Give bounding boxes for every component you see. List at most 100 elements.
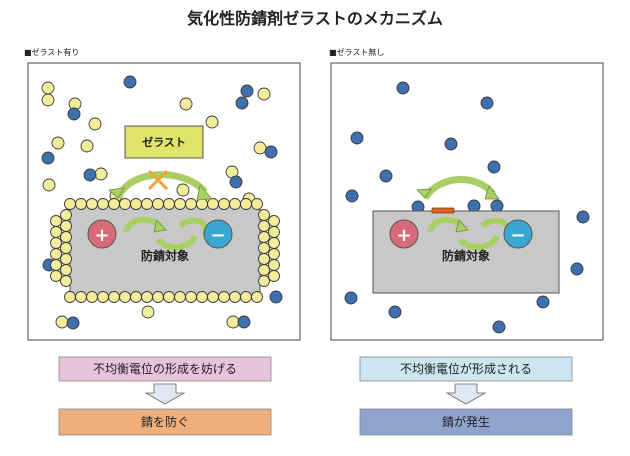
air-particle (396, 81, 410, 95)
zelast-molecule (218, 198, 230, 210)
target-label-left: 防錆対象 (141, 248, 189, 263)
zelast-molecule (251, 198, 263, 210)
zelast-molecule (86, 198, 98, 210)
zelast-molecule (60, 231, 72, 243)
result-box-rust-occurs (359, 408, 573, 436)
vapor-particle (176, 183, 190, 197)
air-particle (388, 305, 402, 319)
anode-plus (87, 219, 117, 249)
zelast-molecule (258, 220, 270, 232)
zelast-molecule (196, 291, 208, 303)
zelast-molecule (141, 291, 153, 303)
vapor-particle (253, 141, 267, 155)
air-particle (264, 145, 278, 159)
zelast-molecule (130, 198, 142, 210)
minus-sign: − (510, 225, 525, 246)
vapor-particle (257, 87, 271, 101)
rust-spot-icon (431, 207, 455, 214)
zelast-molecule (50, 270, 62, 282)
zelast-molecule (207, 198, 219, 210)
zelast-molecule (60, 275, 72, 287)
zelast-molecule (268, 248, 280, 260)
air-particle (66, 316, 80, 330)
anode-plus (389, 219, 419, 249)
vapor-particle (51, 136, 65, 150)
air-particle (379, 169, 393, 183)
vapor-particle (205, 115, 219, 129)
zelast-label: ゼラスト (142, 135, 186, 149)
zelast-molecule (268, 237, 280, 249)
zelast-molecule (258, 275, 270, 287)
vapor-particles-left (41, 75, 283, 330)
result-text-form-potential: 不均衡電位が形成される (400, 361, 532, 376)
zelast-box (124, 125, 204, 159)
zelast-molecule (152, 291, 164, 303)
vapor-particle (179, 97, 193, 111)
zelast-molecule (251, 291, 263, 303)
zelast-molecule (75, 291, 87, 303)
down-arrow-icon (445, 383, 487, 405)
plus-sign: + (94, 225, 109, 246)
air-particle (490, 199, 504, 213)
air-particle (536, 295, 550, 309)
zelast-molecule (174, 291, 186, 303)
zelast-molecule (50, 215, 62, 227)
minus-sign: − (210, 225, 225, 246)
vapor-particle (41, 81, 55, 95)
zelast-molecule (218, 291, 230, 303)
panel-label-without-zelast: ■ゼラスト無し (329, 47, 384, 57)
air-particle (344, 291, 358, 305)
zelast-molecule (86, 291, 98, 303)
air-particle (350, 131, 364, 145)
air-particle (123, 75, 137, 89)
vapor-particle (55, 315, 69, 329)
page-title: 気化性防錆剤ゼラストのメカニズム (187, 9, 443, 28)
zelast-molecule (60, 242, 72, 254)
air-particle (229, 175, 243, 189)
air-particle (269, 290, 283, 304)
vapor-particle (80, 139, 94, 153)
zelast-molecule (50, 226, 62, 238)
zelast-molecule (174, 198, 186, 210)
zelast-molecule (229, 291, 241, 303)
air-particles-right (344, 81, 590, 334)
air-particle (467, 199, 481, 213)
zelast-molecule (258, 264, 270, 276)
zelast-molecule (64, 291, 76, 303)
arrow-head-icon (455, 219, 469, 233)
cross-icon (147, 169, 169, 191)
vapor-particle (41, 93, 55, 107)
air-particle (570, 262, 584, 276)
cathode-minus (503, 219, 533, 249)
vapor-particle (226, 315, 240, 329)
arrow-head-icon (484, 185, 500, 200)
result-text-prevent-rust: 錆を防ぐ (141, 414, 189, 429)
zelast-molecule (258, 242, 270, 254)
arrow-head-icon (153, 219, 167, 233)
zelast-molecule (75, 198, 87, 210)
zelast-molecule (60, 264, 72, 276)
air-particle (83, 168, 97, 182)
result-box-form-potential (359, 356, 573, 382)
zelast-molecule (141, 198, 153, 210)
zelast-molecule (108, 198, 120, 210)
zelast-molecule (130, 291, 142, 303)
result-text-prevent-potential: 不均衡電位の形成を妨げる (93, 361, 237, 376)
zelast-molecule (229, 198, 241, 210)
down-arrow-icon (144, 383, 186, 405)
target-label-right: 防錆対象 (442, 248, 490, 263)
zelast-molecule (185, 198, 197, 210)
zelast-molecule (163, 198, 175, 210)
zelast-molecule (258, 209, 270, 221)
air-particle (237, 315, 251, 329)
zelast-molecule (268, 226, 280, 238)
zelast-molecule (163, 291, 175, 303)
protective-layer (50, 198, 280, 303)
zelast-molecule (108, 291, 120, 303)
zelast-molecule (50, 248, 62, 260)
air-particle (345, 189, 359, 203)
zelast-molecule (60, 253, 72, 265)
cathode-minus (203, 219, 233, 249)
air-particle (240, 84, 254, 98)
result-box-prevent-potential (58, 356, 272, 382)
